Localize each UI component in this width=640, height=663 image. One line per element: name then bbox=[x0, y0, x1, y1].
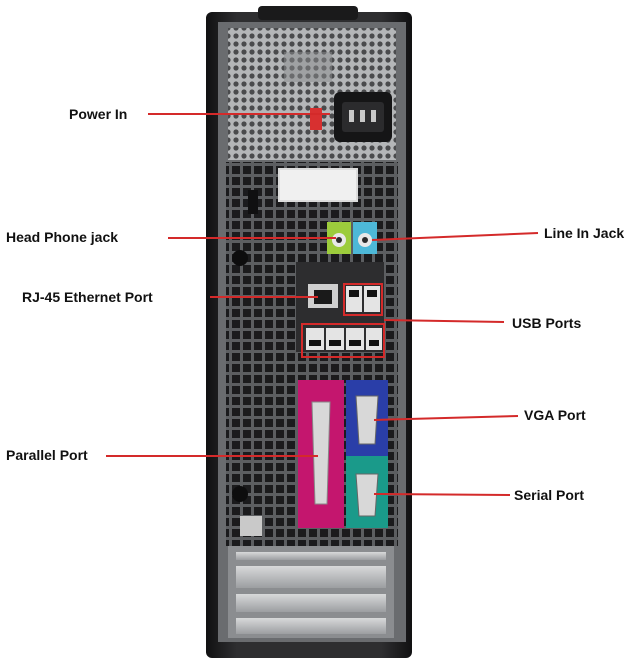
power-socket-icon bbox=[334, 92, 392, 142]
serial-port-label: Serial Port bbox=[514, 487, 585, 503]
parallel-port-icon bbox=[311, 401, 331, 505]
serial-port-icon bbox=[355, 473, 379, 517]
vga-port-label: VGA Port bbox=[524, 407, 586, 423]
headphone-jack-label: Head Phone jack bbox=[6, 229, 119, 245]
power-in-label: Power In bbox=[69, 106, 128, 122]
rj45-ethernet-label: RJ-45 Ethernet Port bbox=[22, 289, 153, 305]
io-ports bbox=[298, 380, 388, 528]
usb-ports-label: USB Ports bbox=[512, 315, 582, 331]
expansion-slots bbox=[228, 546, 394, 638]
line-in-jack-label: Line In Jack bbox=[544, 225, 625, 241]
usb-ports-upper-icon bbox=[346, 286, 380, 312]
parallel-port-label: Parallel Port bbox=[6, 447, 88, 463]
power-supply bbox=[228, 28, 396, 160]
vga-port-icon bbox=[355, 395, 379, 445]
usb-highlight-box bbox=[301, 323, 385, 358]
voltage-switch-icon bbox=[310, 108, 322, 130]
leader-lines bbox=[106, 113, 539, 496]
usb-highlight-box bbox=[343, 283, 383, 316]
usb-ports-lower-icon bbox=[306, 328, 382, 350]
audio-jacks bbox=[327, 222, 377, 254]
